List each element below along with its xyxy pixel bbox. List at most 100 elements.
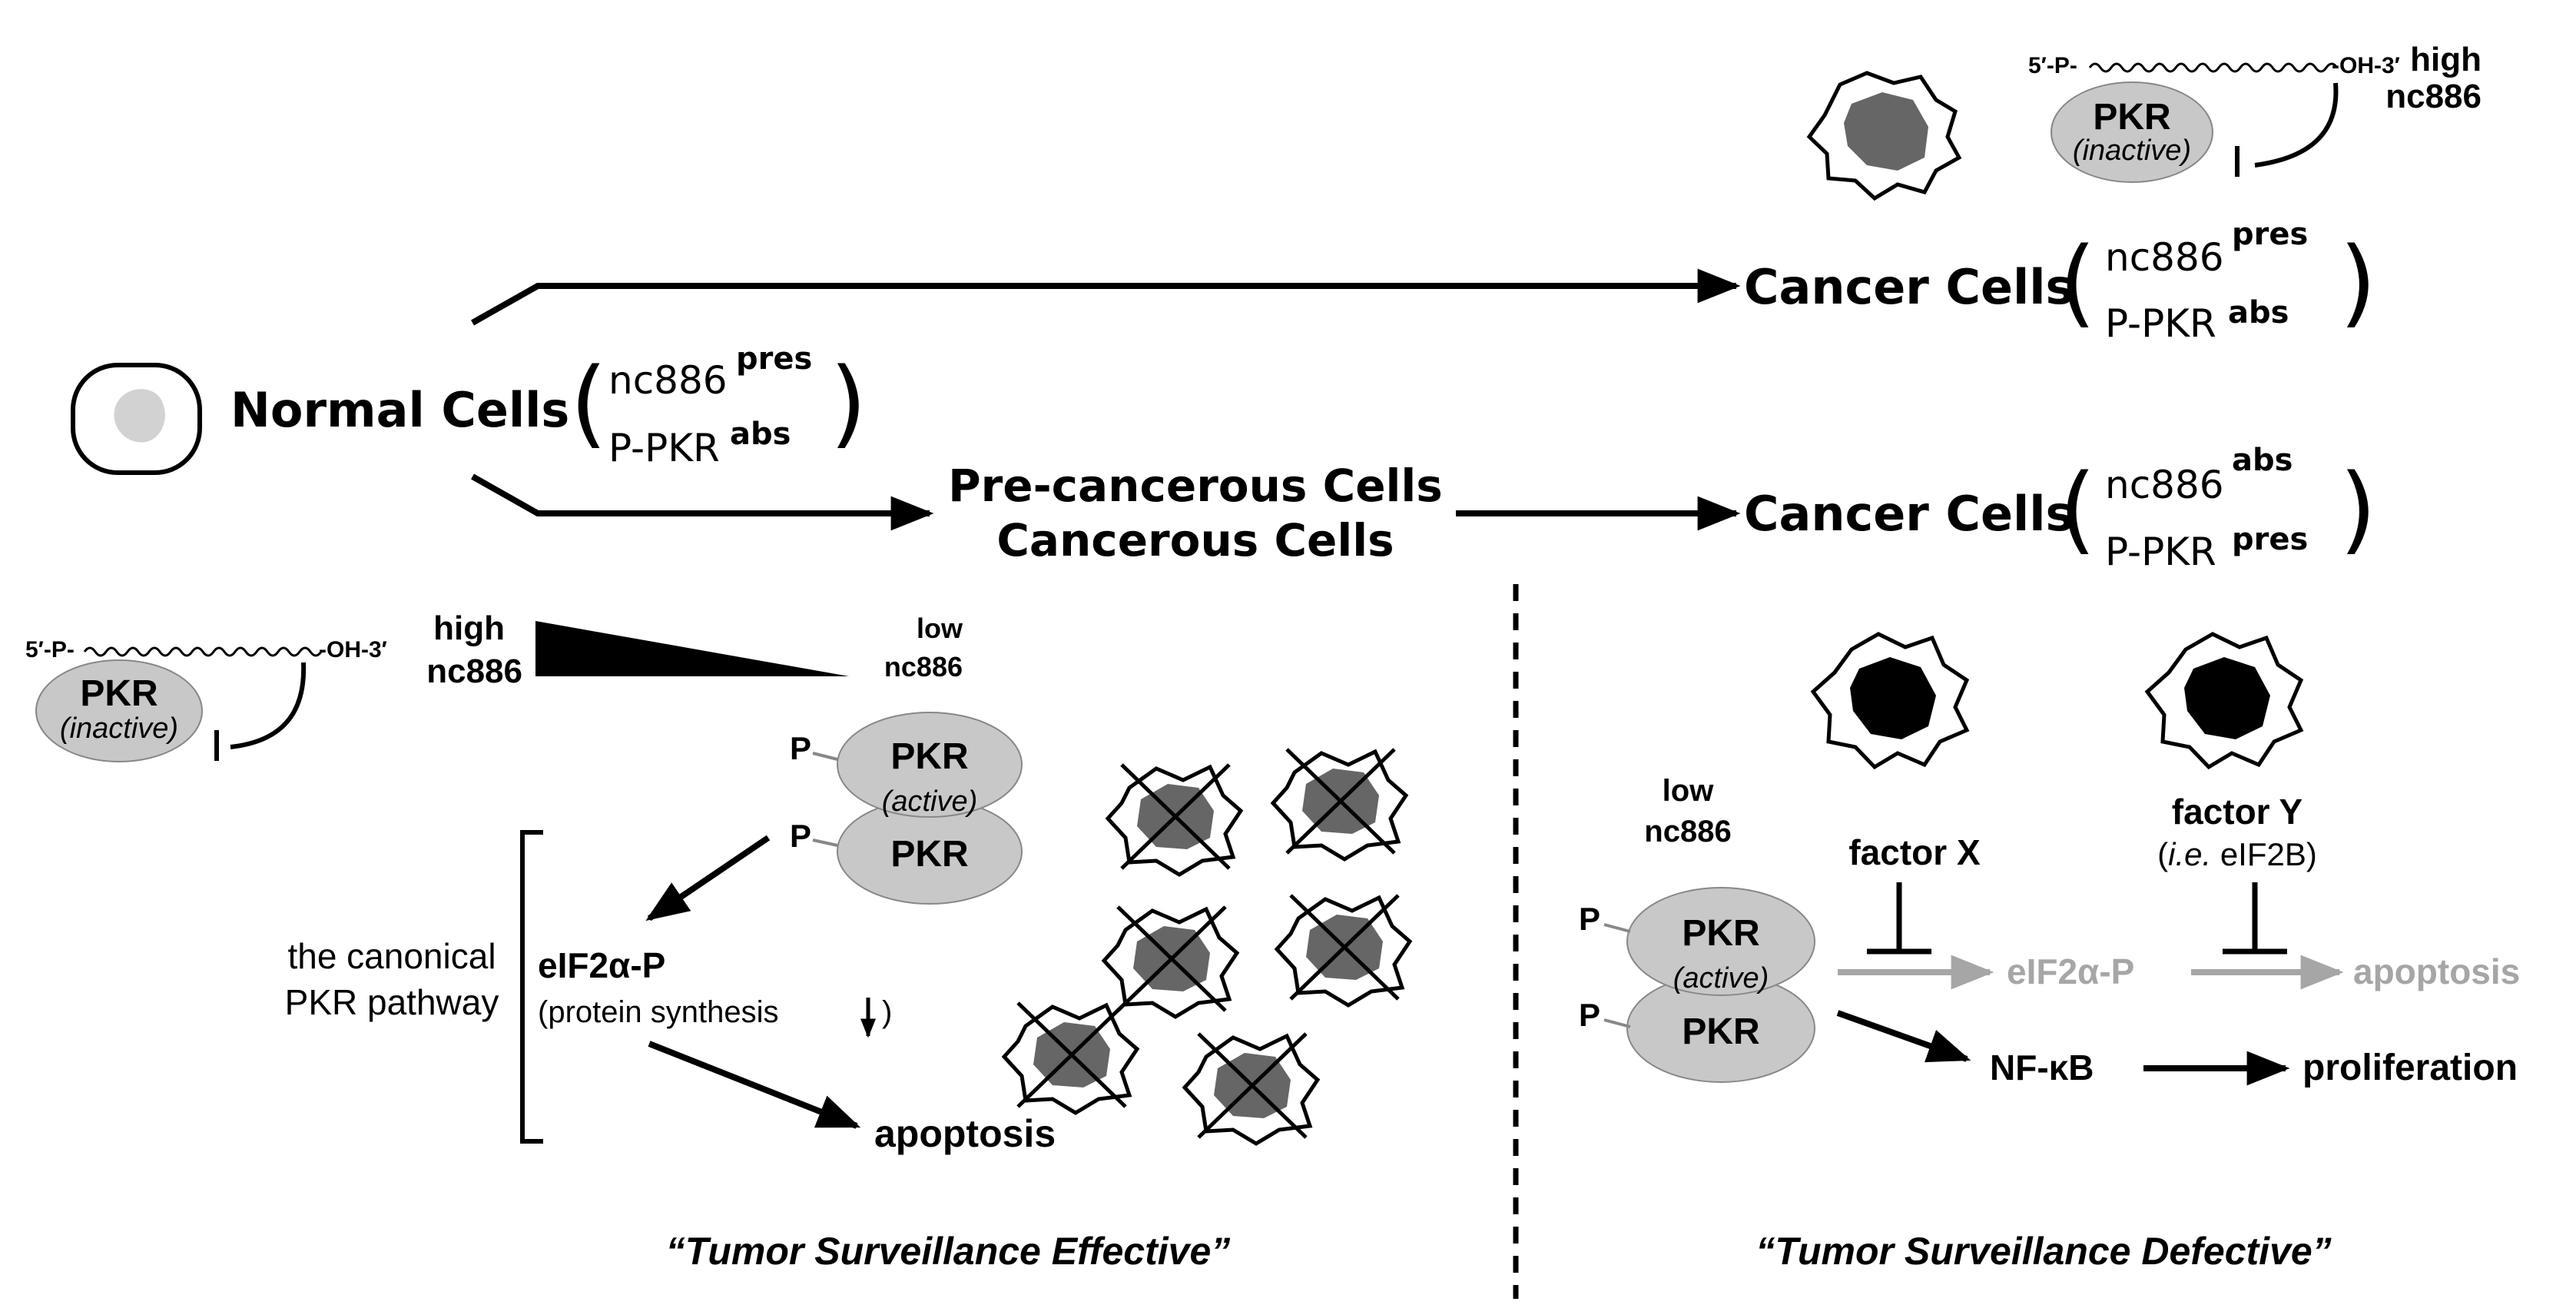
cancer-mid-nc886-state: abs: [2232, 443, 2293, 478]
pkr-active-right-top-label: PKR: [1682, 913, 1759, 954]
cross-mark: [1016, 1001, 1127, 1108]
phospho-right-2-link: [1603, 1018, 1631, 1028]
caption-defective: “Tumor Surveillance Defective”: [1755, 1230, 2331, 1273]
dying-cells-group: [1001, 748, 1413, 1146]
normal-ppkr: P-PKR: [608, 426, 720, 470]
cancer-mid-open-paren: (: [2059, 454, 2096, 565]
cancer-cells-top-label: Cancer Cells: [1744, 259, 2074, 315]
normal-nc886: nc886: [608, 358, 728, 403]
protein-synthesis-label: (protein synthesis: [538, 995, 778, 1029]
factor-y-ie: i.e.: [2168, 836, 2211, 872]
high-label-top: high: [2410, 41, 2482, 78]
cancer-mid-nc886: nc886: [2105, 463, 2224, 507]
pkr-inactive-top: [2051, 81, 2213, 183]
pkr-inactive-top-state: (inactive): [2073, 134, 2191, 167]
dying-cell-icon: [1105, 763, 1244, 877]
arrow-eif-to-apoptosis-left: [648, 1041, 861, 1129]
factor-x-label: factor X: [1848, 832, 1981, 872]
pathway-label-line1: the canonical: [287, 936, 496, 976]
pkr-inactive-left: [35, 659, 203, 762]
dying-cell-icon: [1270, 748, 1409, 862]
cancer-cell-icon-top: [1806, 71, 1962, 201]
arrow-pkr-to-eif-left: [645, 835, 771, 921]
normal-close-paren: ): [830, 348, 867, 459]
svg-text:-OH-3′: -OH-3′: [2332, 53, 2400, 78]
pkr-inactive-left-label: PKR: [80, 673, 157, 714]
svg-text:-OH-3′: -OH-3′: [319, 637, 387, 662]
phospho-left-1-link: [812, 752, 838, 761]
dying-cell-icon: [1182, 1032, 1321, 1146]
high-nc886-label-left: nc886: [426, 652, 522, 690]
factor-y-detail-text: eIF2B): [2211, 836, 2317, 872]
svg-text:5′-P-: 5′-P-: [2028, 53, 2077, 78]
low-label-right: low: [1663, 774, 1715, 808]
cross-mark: [1289, 894, 1400, 1001]
cancer-cells-mid-label: Cancer Cells: [1744, 486, 2074, 542]
nc886-label-top: nc886: [2385, 78, 2482, 115]
arrow-pkr-to-nfkb: [1836, 1010, 1971, 1063]
pkr-active-right-state: (active): [1673, 962, 1769, 995]
normal-cell-icon: [71, 363, 202, 475]
normal-ppkr-state: abs: [730, 417, 791, 452]
phospho-right-1-link: [1603, 923, 1631, 933]
nc886-gradient-wedge: [535, 621, 849, 676]
eif2a-p-right: eIF2α-P: [2007, 951, 2134, 991]
low-nc886-label-right: nc886: [1644, 815, 1731, 848]
inhibit-curve-left: [230, 662, 307, 749]
phospho-left-2-link: [812, 838, 838, 847]
normal-open-paren: (: [570, 348, 607, 459]
normal-nc886-state: pres: [736, 341, 812, 377]
precancerous-cells-label: Pre-cancerous Cells: [948, 460, 1443, 512]
cross-mark: [1116, 905, 1227, 1012]
pkr-active-left-state: (active): [882, 785, 978, 818]
pkr-active-right-bottom-label: PKR: [1682, 1011, 1759, 1052]
rna-left: 5′-P- -OH-3′: [25, 637, 387, 662]
cancer-top-close-paren: ): [2339, 227, 2376, 338]
cancer-cell-icon-right-1: [1810, 632, 1970, 770]
cross-mark: [1197, 1032, 1308, 1139]
dying-cell-icon: [1274, 894, 1413, 1008]
apoptosis-left: apoptosis: [874, 1112, 1056, 1155]
normal-cells-label: Normal Cells: [230, 382, 569, 438]
pkr-inactive-left-state: (inactive): [60, 712, 178, 745]
phospho-right-1: P: [1579, 901, 1600, 937]
cancer-mid-ppkr: P-PKR: [2105, 530, 2216, 574]
pkr-active-right-top: [1626, 887, 1815, 996]
protein-synthesis-close: ): [882, 995, 892, 1029]
caption-effective: “Tumor Surveillance Effective”: [666, 1230, 1231, 1273]
factor-y-open-paren: (: [2157, 836, 2168, 872]
svg-text:5′-P-: 5′-P-: [25, 637, 75, 662]
cancerous-cells-label: Cancerous Cells: [996, 514, 1394, 566]
factor-y-detail: (i.e. eIF2B): [2157, 836, 2317, 872]
pathway-label-line2: PKR pathway: [285, 982, 499, 1022]
cancer-mid-ppkr-state: pres: [2232, 522, 2308, 557]
apoptosis-right: apoptosis: [2353, 951, 2520, 991]
low-label-left: low: [917, 613, 963, 644]
eif2a-p-left: eIF2α-P: [538, 945, 665, 985]
pkr-active-left-top: [837, 712, 1023, 818]
cancer-top-open-paren: (: [2059, 227, 2096, 338]
pkr-active-left-bottom-label: PKR: [890, 834, 968, 875]
cross-mark: [1285, 748, 1396, 855]
arrow-normal-to-precancer: [471, 473, 934, 531]
cancer-top-nc886-state: pres: [2232, 217, 2308, 252]
pathway-bracket: [520, 830, 543, 1144]
cross-mark: [1120, 763, 1231, 870]
high-label-left: high: [433, 609, 505, 647]
cancer-mid-close-paren: ): [2339, 454, 2376, 565]
pkr-active-left-top-label: PKR: [890, 736, 968, 777]
phospho-left-1: P: [790, 730, 811, 766]
dying-cell-icon: [1001, 1001, 1140, 1115]
rna-top-right: 5′-P- -OH-3′: [2028, 53, 2400, 78]
low-nc886-label-left: nc886: [884, 651, 963, 682]
inhibit-curve-top: [2254, 82, 2339, 168]
phospho-left-2: P: [790, 818, 811, 854]
proliferation-label: proliferation: [2302, 1048, 2518, 1088]
phospho-right-2: P: [1579, 997, 1600, 1033]
pkr-inactive-top-label: PKR: [2093, 97, 2170, 138]
cancer-top-ppkr: P-PKR: [2105, 301, 2216, 346]
cancer-cell-icon-right-2: [2144, 632, 2304, 770]
cancer-top-ppkr-state: abs: [2228, 295, 2289, 330]
factor-y-label: factor Y: [2172, 792, 2302, 832]
